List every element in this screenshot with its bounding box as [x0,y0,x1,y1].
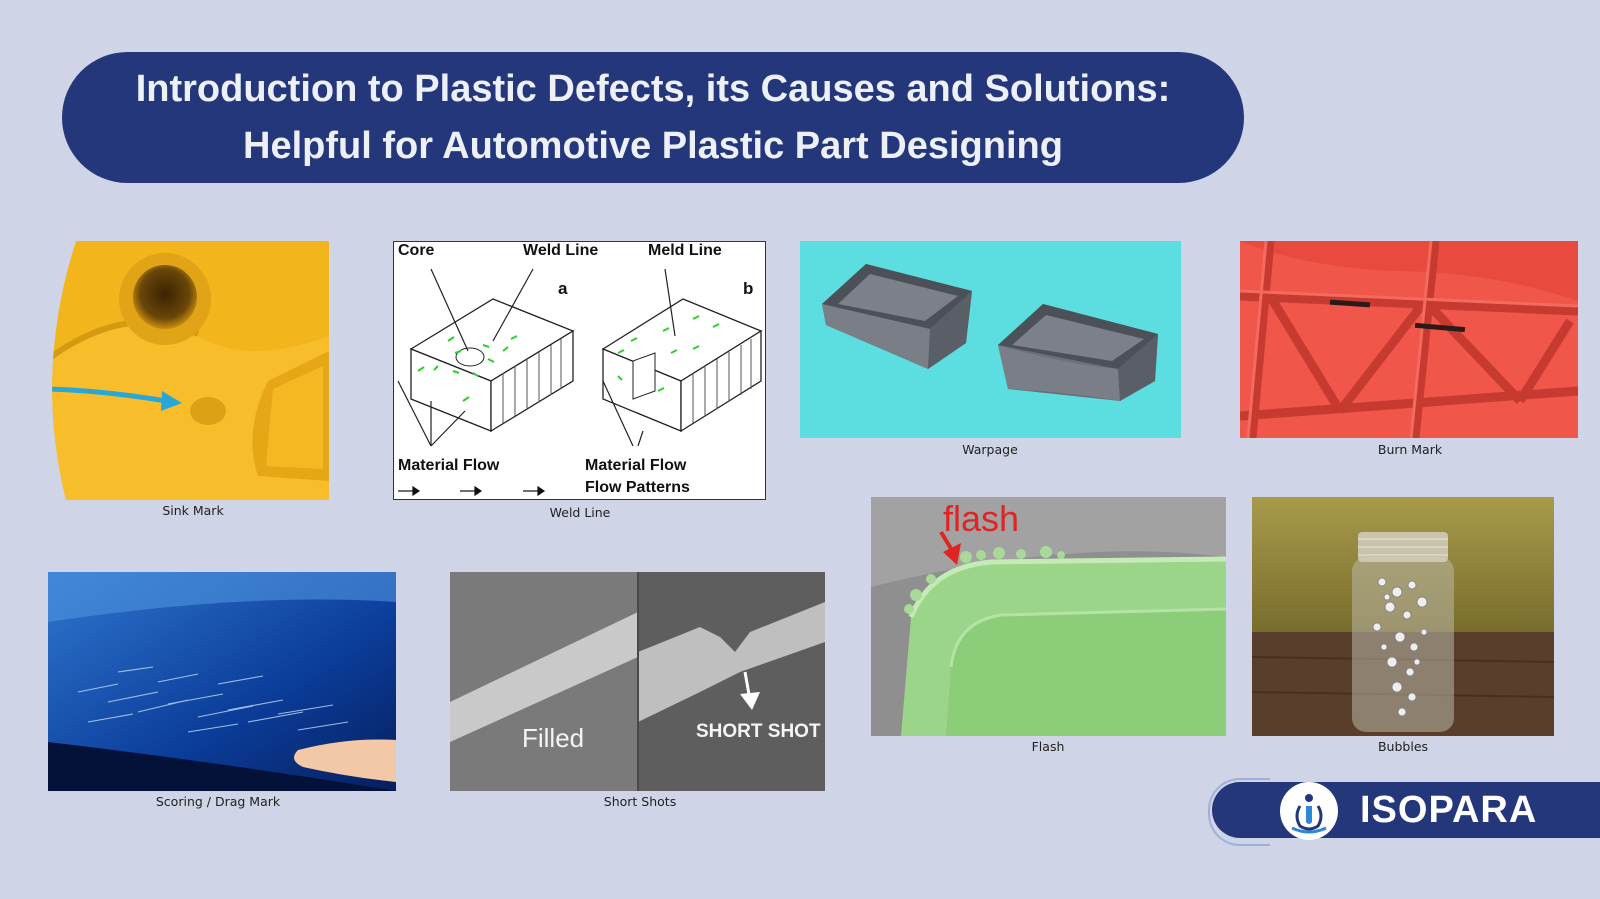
sink-mark-caption: Sink Mark [162,503,224,518]
logo-bar [1212,782,1600,838]
isopara-logo-text: ISOPARA [1360,789,1538,831]
weld-core-label: Core [398,242,435,259]
logo-ring [1208,778,1270,846]
burn-mark-image [1240,241,1578,438]
weld-b-label: b [743,279,753,298]
sink-mark-image [48,241,329,500]
short-shots-caption: Short Shots [603,794,677,809]
scoring-drag-mark-image [48,572,396,791]
meld-line-label: Meld Line [648,242,722,259]
filled-label: Filled [522,723,584,753]
short-shot-label: SHORT SHOT [696,721,821,742]
flow-patterns-label: Flow Patterns [585,479,690,496]
scoring-caption: Scoring / Drag Mark [155,794,281,809]
short-shots-image: Filled SHORT SHOT [450,572,825,791]
title-line-2: Helpful for Automotive Plastic Part Desi… [243,124,1063,167]
material-flow-label-a: Material Flow [398,457,500,474]
flash-label: flash [943,498,1019,539]
weld-line-caption: Weld Line [549,505,611,520]
weld-a-label: a [558,279,568,298]
isopara-logo-icon [1280,782,1338,840]
flash-image: flash [871,497,1226,736]
burn-mark-caption: Burn Mark [1377,442,1443,457]
title-banner: Introduction to Plastic Defects, its Cau… [62,52,1244,183]
warpage-caption: Warpage [962,442,1018,457]
warpage-image [800,241,1181,438]
title-line-1: Introduction to Plastic Defects, its Cau… [135,67,1171,110]
bubbles-image [1252,497,1554,736]
weld-line-diagram: Core Weld Line Meld Line a b Material Fl… [393,241,766,500]
flash-caption: Flash [1031,739,1065,754]
weld-line-label: Weld Line [523,242,598,259]
flow-arrow-icons [398,485,546,497]
bubbles-caption: Bubbles [1377,739,1429,754]
material-flow-label-b: Material Flow [585,457,687,474]
